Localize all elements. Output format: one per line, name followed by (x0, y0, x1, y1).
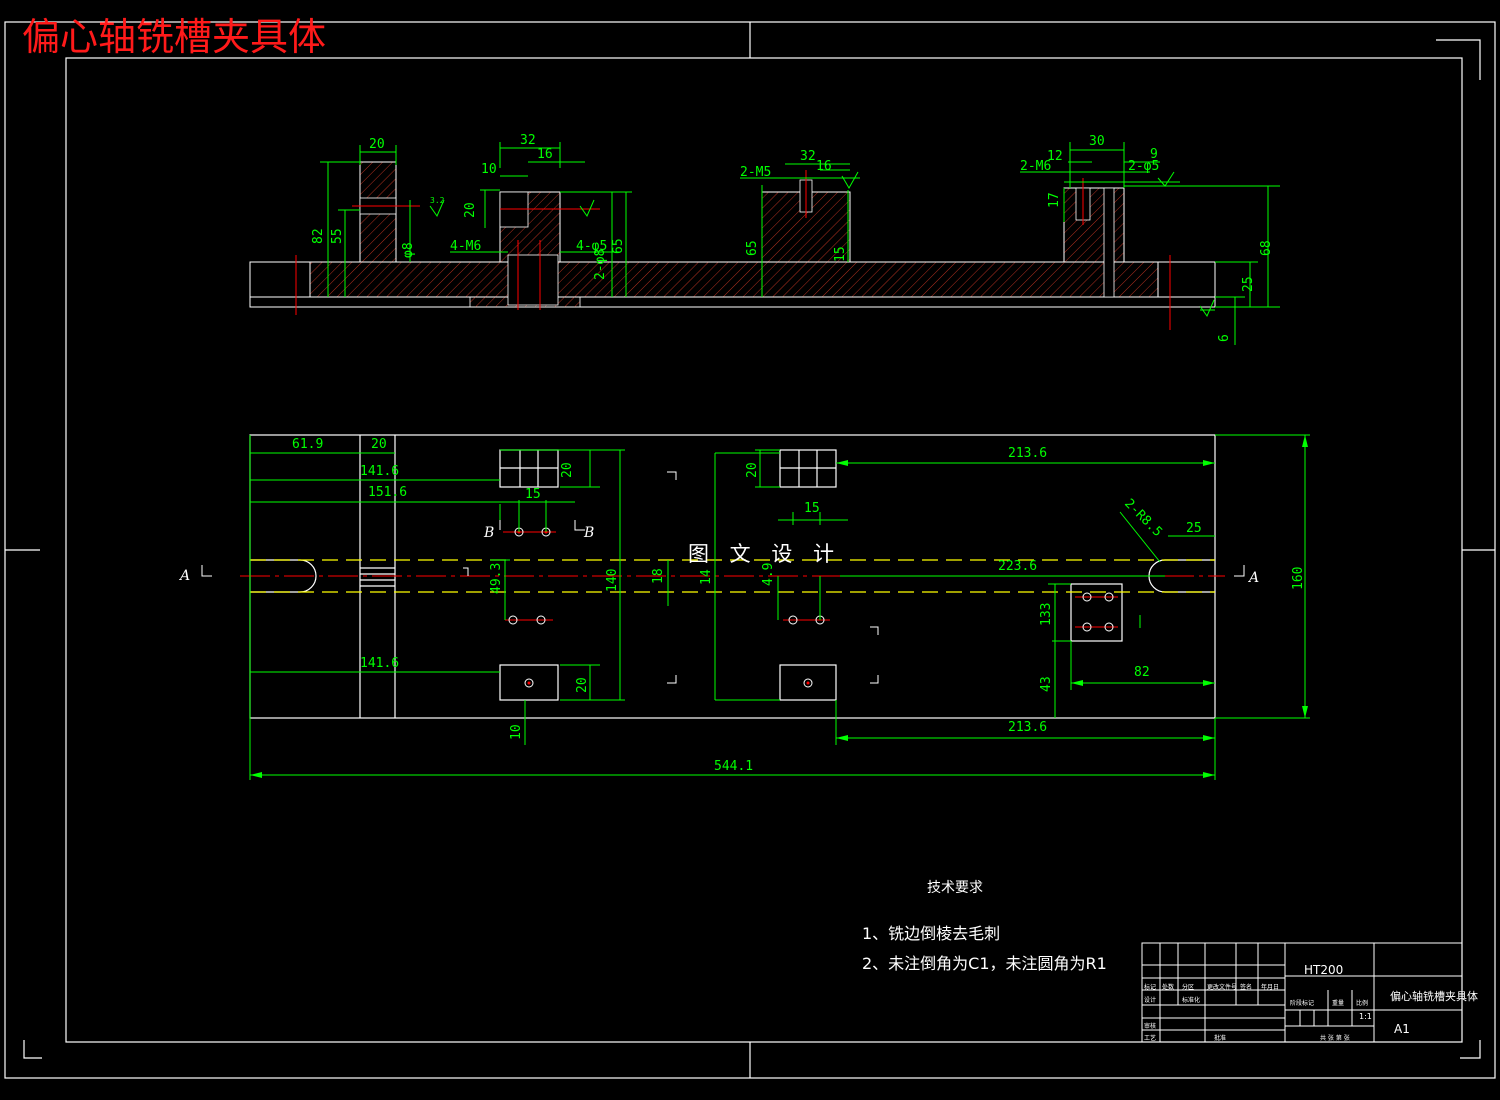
dim-front-55: 55 (330, 228, 345, 244)
dim-plan-25: 25 (1186, 521, 1202, 536)
dim-plan-49-3: 49.3 (489, 563, 504, 594)
title-block-scale: 1:1 (1359, 1012, 1372, 1021)
dim-front-10: 10 (481, 162, 497, 177)
tb-label-3: 更改文件号 (1207, 984, 1238, 991)
title-block-part-name: 偏心轴铣槽夹具体 (1390, 990, 1478, 1003)
dim-front-17: 17 (1047, 192, 1062, 208)
section-b-left: B (483, 525, 494, 541)
dim-plan-160: 160 (1291, 567, 1306, 590)
tb-label-12: 重量 (1332, 1000, 1345, 1007)
dim-front-65a: 65 (611, 238, 626, 254)
section-a-right: A (1247, 570, 1259, 586)
title-block (1141, 942, 1463, 1043)
dim-front-2phi8: 2-φ8 (593, 249, 608, 280)
plan-view: A A B B (178, 434, 1310, 780)
dim-plan-82: 82 (1134, 665, 1150, 680)
drawing-title-overlay: 偏心轴铣槽夹具体 (22, 15, 327, 59)
title-block-material: HT200 (1304, 963, 1344, 977)
dim-front-20: 20 (369, 137, 385, 152)
title-block-sheet-size: A1 (1394, 1022, 1410, 1036)
tb-label-6: 设计 (1144, 997, 1157, 1004)
dim-plan-15b: 15 (804, 501, 820, 516)
tb-label-4: 签名 (1240, 984, 1253, 991)
dim-plan-213-6-bot: 213.6 (1008, 720, 1047, 735)
tb-label-2: 分区 (1182, 984, 1195, 991)
dim-front-20-left: 20 (463, 202, 478, 218)
dim-plan-15a: 15 (525, 487, 541, 502)
dim-front-2phi5: 2-φ5 (1128, 159, 1159, 174)
dim-front-32a: 32 (520, 133, 536, 148)
tb-label-8: 工艺 (1144, 1035, 1157, 1042)
dim-plan-140: 140 (605, 569, 620, 592)
dim-front-6: 6 (1217, 334, 1232, 342)
dim-plan-2r85: 2-R8.5 (1121, 496, 1165, 540)
dim-plan-20a: 20 (371, 437, 387, 452)
dim-front-9: 9 (1150, 147, 1158, 162)
technical-note-2: 2、未注倒角为C1，未注圆角为R1 (862, 954, 1107, 973)
dim-front-68: 68 (1259, 240, 1274, 256)
drawing-frame (4, 21, 1496, 1079)
dim-plan-10: 10 (509, 724, 524, 740)
dim-plan-14: 14 (699, 569, 714, 585)
dim-plan-133: 133 (1039, 603, 1054, 626)
dim-plan-141-6-top: 141.6 (360, 464, 399, 479)
watermark-text: 图 文 设 计 (688, 542, 842, 566)
dim-plan-141-6-bot: 141.6 (360, 656, 399, 671)
front-section-view: 20 32 16 10 20 82 55 φ8 4-M6 4-φ5 2-φ8 6… (249, 133, 1280, 345)
dim-front-16a: 16 (537, 147, 553, 162)
dim-front-30: 30 (1089, 134, 1105, 149)
dim-plan-20d: 20 (575, 677, 590, 693)
dim-plan-151-6: 151.6 (368, 485, 407, 500)
tb-label-0: 标记 (1144, 984, 1157, 991)
dim-plan-61-9: 61.9 (292, 437, 323, 452)
dim-plan-4-9: 4.9 (761, 563, 776, 586)
tb-label-13: 比例 (1356, 1000, 1369, 1007)
dim-plan-223-6: 223.6 (998, 559, 1037, 574)
dim-front-12: 12 (1047, 149, 1063, 164)
dim-plan-544-1: 544.1 (714, 759, 753, 774)
dim-front-2m6: 2-M6 (1020, 159, 1051, 174)
dim-front-65b: 65 (745, 240, 760, 256)
section-b-right: B (583, 525, 594, 541)
tb-label-9: 标准化 (1182, 997, 1201, 1004)
dim-plan-18: 18 (651, 568, 666, 584)
dim-front-15b: 15 (833, 246, 848, 262)
dim-front-4m6: 4-M6 (450, 239, 481, 254)
dim-front-4phi5: 4-φ5 (576, 239, 607, 254)
tb-label-10: 批准 (1214, 1035, 1227, 1042)
dim-front-25: 25 (1241, 276, 1256, 292)
roughness-label: 3.2 (430, 196, 445, 205)
dim-plan-20b: 20 (560, 462, 575, 478)
dim-plan-43: 43 (1039, 676, 1054, 692)
technical-requirements-heading: 技术要求 (927, 880, 983, 896)
tb-label-5: 年月日 (1261, 984, 1280, 991)
tb-label-7: 审核 (1144, 1023, 1157, 1030)
dim-front-82: 82 (311, 228, 326, 244)
dim-plan-213-6-top: 213.6 (1008, 446, 1047, 461)
dim-front-phi8: φ8 (401, 242, 416, 258)
section-a-left: A (178, 568, 190, 584)
dim-front-16b: 16 (816, 159, 832, 174)
dim-front-32b: 32 (800, 149, 816, 164)
dim-plan-20c: 20 (745, 462, 760, 478)
tb-label-14: 共 张 第 张 (1320, 1035, 1350, 1042)
front-body-hatch (309, 161, 1159, 298)
front-base-outline (249, 261, 1216, 308)
tb-label-1: 处数 (1162, 984, 1175, 991)
dim-front-2m5: 2-M5 (740, 165, 771, 180)
tb-label-11: 阶段标记 (1290, 1000, 1315, 1007)
technical-note-1: 1、铣边倒棱去毛刺 (862, 924, 1001, 943)
